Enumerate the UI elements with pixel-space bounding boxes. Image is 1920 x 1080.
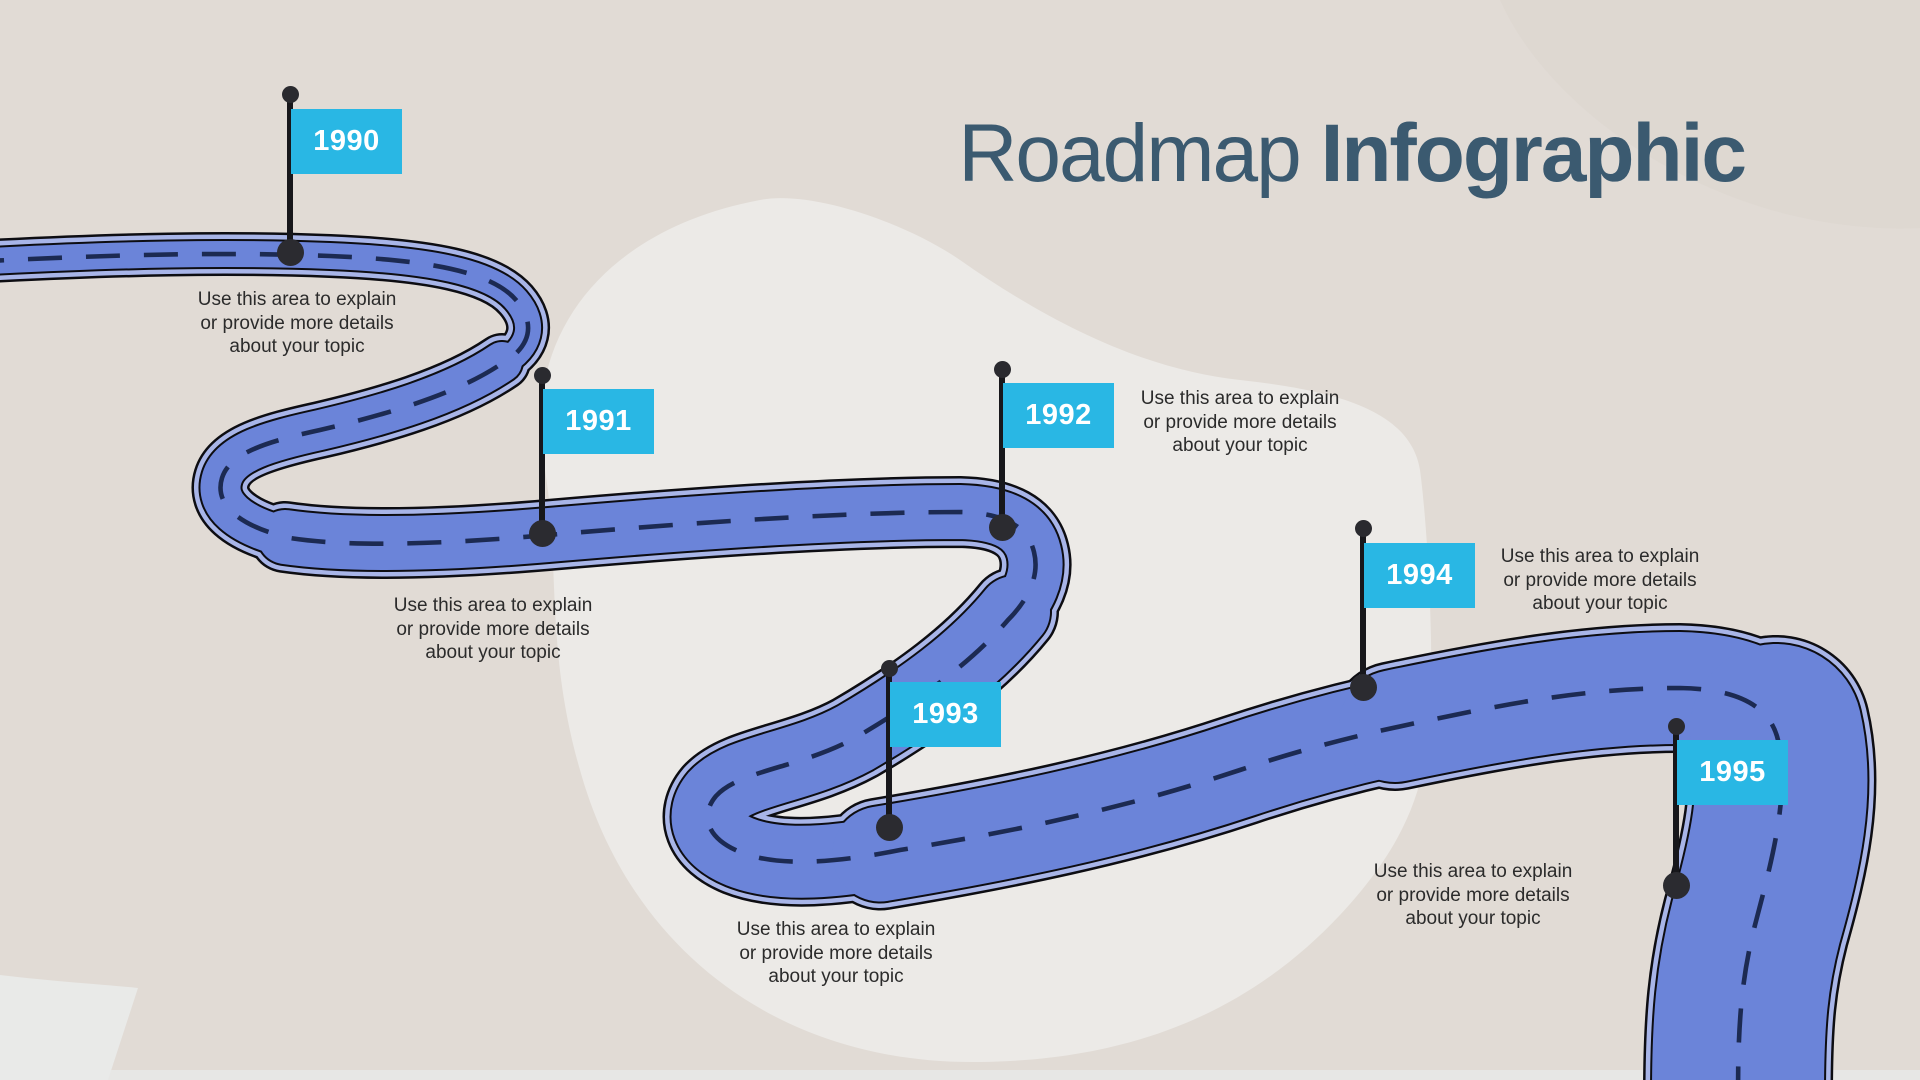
milestone-description: Use this area to explain or provide more… [736,919,936,987]
milestone-description: Use this area to explain or provide more… [393,595,593,663]
pole-top-dot [994,361,1011,378]
year-flag: 1994 [1364,543,1475,608]
pole-top-dot [534,367,551,384]
milestone-description: Use this area to explain or provide more… [1373,861,1573,929]
pole-top-dot [1668,718,1685,735]
milestone-description: Use this area to explain or provide more… [1140,388,1340,456]
pole-base-dot [529,520,556,547]
flag-pole [1360,528,1366,687]
bottom-strip [0,1070,1920,1080]
bottom-left-blob [0,975,138,1080]
title-regular: Roadmap [958,108,1302,199]
pole-base-dot [876,814,903,841]
year-flag: 1995 [1677,740,1788,805]
pole-base-dot [277,239,304,266]
pole-top-dot [881,660,898,677]
flag-pole [287,95,293,252]
year-flag: 1993 [890,682,1001,747]
pole-top-dot [282,86,299,103]
milestone-description: Use this area to explain or provide more… [197,289,397,357]
pole-base-dot [1350,674,1377,701]
year-flag: 1991 [543,389,654,454]
year-flag: 1992 [1003,383,1114,448]
pole-base-dot [989,514,1016,541]
pole-top-dot [1355,520,1372,537]
pole-base-dot [1663,872,1690,899]
flag-pole [1673,726,1679,885]
title-bold: Infographic [1320,108,1747,199]
flag-pole [999,369,1005,527]
year-flag: 1990 [291,109,402,174]
milestone-description: Use this area to explain or provide more… [1500,546,1700,614]
page-title: Roadmap Infographic [958,113,1747,195]
top-right-blob [1500,0,1920,229]
flag-pole [539,375,545,533]
flag-pole [886,668,892,827]
